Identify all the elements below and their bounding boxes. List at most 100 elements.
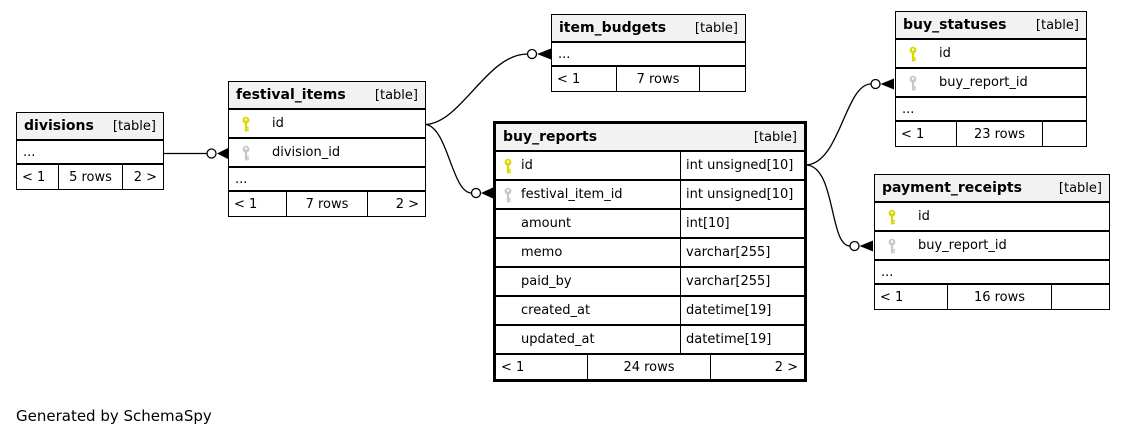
column-name-cell: created_at [503, 297, 681, 324]
column-row: memo varchar[255] [496, 239, 804, 268]
pager-next[interactable] [1043, 122, 1086, 146]
column-row: amount int[10] [496, 210, 804, 239]
column-row: id [896, 40, 1086, 69]
hidden-columns-row: ... [896, 98, 1086, 122]
column-name-cell: paid_by [503, 268, 681, 295]
column-type: datetime[19] [686, 332, 772, 347]
column-name: id [272, 116, 284, 131]
foreign-key-icon [503, 187, 513, 203]
column-name: created_at [521, 303, 591, 318]
table-name[interactable]: buy_reports [503, 129, 598, 145]
column-name: id [939, 46, 951, 61]
table-buy-statuses: buy_statuses [table] id buy_report_id ..… [895, 11, 1087, 147]
column-name: division_id [272, 145, 341, 160]
column-type: int[10] [686, 216, 730, 231]
primary-key-icon [241, 116, 251, 132]
column-name-cell: updated_at [503, 326, 681, 353]
table-tag: [table] [1035, 17, 1079, 33]
edge-festival-items-buy-reports [425, 123, 493, 199]
column-name: id [918, 209, 930, 224]
column-row: id [229, 110, 425, 139]
column-name: id [521, 158, 533, 173]
row-count: 5 rows [59, 165, 123, 189]
table-tag: [table] [753, 129, 797, 145]
pager-prev[interactable]: < 1 [17, 165, 59, 189]
edge-buy-reports-buy-statuses [805, 78, 894, 166]
table-tag: [table] [1058, 180, 1102, 196]
table-footer: < 1 7 rows [552, 67, 745, 91]
column-row: id int unsigned[10] [496, 152, 804, 181]
column-name: buy_report_id [939, 75, 1028, 90]
column-name: memo [521, 245, 563, 260]
column-row: festival_item_id int unsigned[10] [496, 181, 804, 210]
pager-prev[interactable]: < 1 [496, 355, 588, 379]
table-tag: [table] [374, 87, 418, 103]
edge-festival-items-item-budgets [425, 48, 551, 126]
table-tag: [table] [694, 20, 738, 36]
pager-next[interactable]: 2 > [395, 196, 419, 212]
column-row: paid_by varchar[255] [496, 268, 804, 297]
column-name-cell: id [503, 152, 681, 179]
edge-buy-reports-payment-receipts [805, 164, 873, 252]
pager-next[interactable] [1052, 285, 1109, 309]
column-name: paid_by [521, 274, 572, 289]
pager-next[interactable]: 2 > [774, 359, 798, 375]
table-header[interactable]: payment_receipts [table] [875, 175, 1109, 203]
table-header[interactable]: divisions [table] [17, 113, 163, 141]
table-tag: [table] [112, 118, 156, 134]
column-name-cell: amount [503, 210, 681, 237]
column-row: buy_report_id [896, 69, 1086, 98]
column-name: festival_item_id [521, 187, 623, 202]
table-name[interactable]: payment_receipts [882, 180, 1022, 196]
pager-next[interactable] [700, 67, 745, 91]
column-type: varchar[255] [686, 274, 771, 289]
hidden-columns-row: ... [552, 43, 745, 67]
table-header[interactable]: festival_items [table] [229, 82, 425, 110]
column-row: buy_report_id [875, 232, 1109, 261]
column-row: created_at datetime[19] [496, 297, 804, 326]
row-count: 7 rows [287, 192, 368, 216]
table-footer: < 1 23 rows [896, 122, 1086, 146]
column-type: int unsigned[10] [686, 158, 794, 173]
column-row: division_id [229, 139, 425, 168]
table-header[interactable]: item_budgets [table] [552, 15, 745, 43]
pager-prev[interactable]: < 1 [896, 122, 957, 146]
table-payment-receipts: payment_receipts [table] id buy_report_i… [874, 174, 1110, 310]
table-divisions: divisions [table] ... < 1 5 rows 2 > [16, 112, 164, 190]
pager-prev[interactable]: < 1 [552, 67, 617, 91]
column-name: updated_at [521, 332, 595, 347]
table-footer: < 1 5 rows 2 > [17, 165, 163, 189]
column-row: id [875, 203, 1109, 232]
pager-next[interactable]: 2 > [133, 169, 157, 185]
row-count: 16 rows [948, 285, 1052, 309]
table-header[interactable]: buy_statuses [table] [896, 12, 1086, 40]
ellipsis-label: ... [23, 144, 36, 160]
hidden-columns-row: ... [229, 168, 425, 192]
hidden-columns-row: ... [875, 261, 1109, 285]
table-item-budgets: item_budgets [table] ... < 1 7 rows [551, 14, 746, 92]
generated-by-note: Generated by SchemaSpy [16, 407, 212, 425]
foreign-key-icon [908, 75, 918, 91]
table-name[interactable]: festival_items [236, 87, 346, 103]
primary-key-icon [887, 209, 897, 225]
primary-key-icon [908, 46, 918, 62]
table-name[interactable]: item_budgets [559, 20, 667, 36]
column-type: datetime[19] [686, 303, 772, 318]
table-footer: < 1 7 rows 2 > [229, 192, 425, 216]
ellipsis-label: ... [902, 101, 915, 117]
column-name-cell: festival_item_id [503, 181, 681, 208]
table-header[interactable]: buy_reports [table] [496, 124, 804, 152]
hidden-columns-row: ... [17, 141, 163, 165]
pager-prev[interactable]: < 1 [229, 192, 287, 216]
row-count: 7 rows [617, 67, 700, 91]
table-name[interactable]: buy_statuses [903, 17, 1007, 33]
row-count: 23 rows [957, 122, 1043, 146]
table-buy-reports: buy_reports [table] id int unsigned[10] … [493, 121, 807, 382]
column-type: int unsigned[10] [686, 187, 794, 202]
primary-key-icon [503, 158, 513, 174]
pager-prev[interactable]: < 1 [875, 285, 948, 309]
table-name[interactable]: divisions [24, 118, 94, 134]
column-name-cell: memo [503, 239, 681, 266]
table-festival-items: festival_items [table] id division_id ..… [228, 81, 426, 217]
column-row: updated_at datetime[19] [496, 326, 804, 355]
